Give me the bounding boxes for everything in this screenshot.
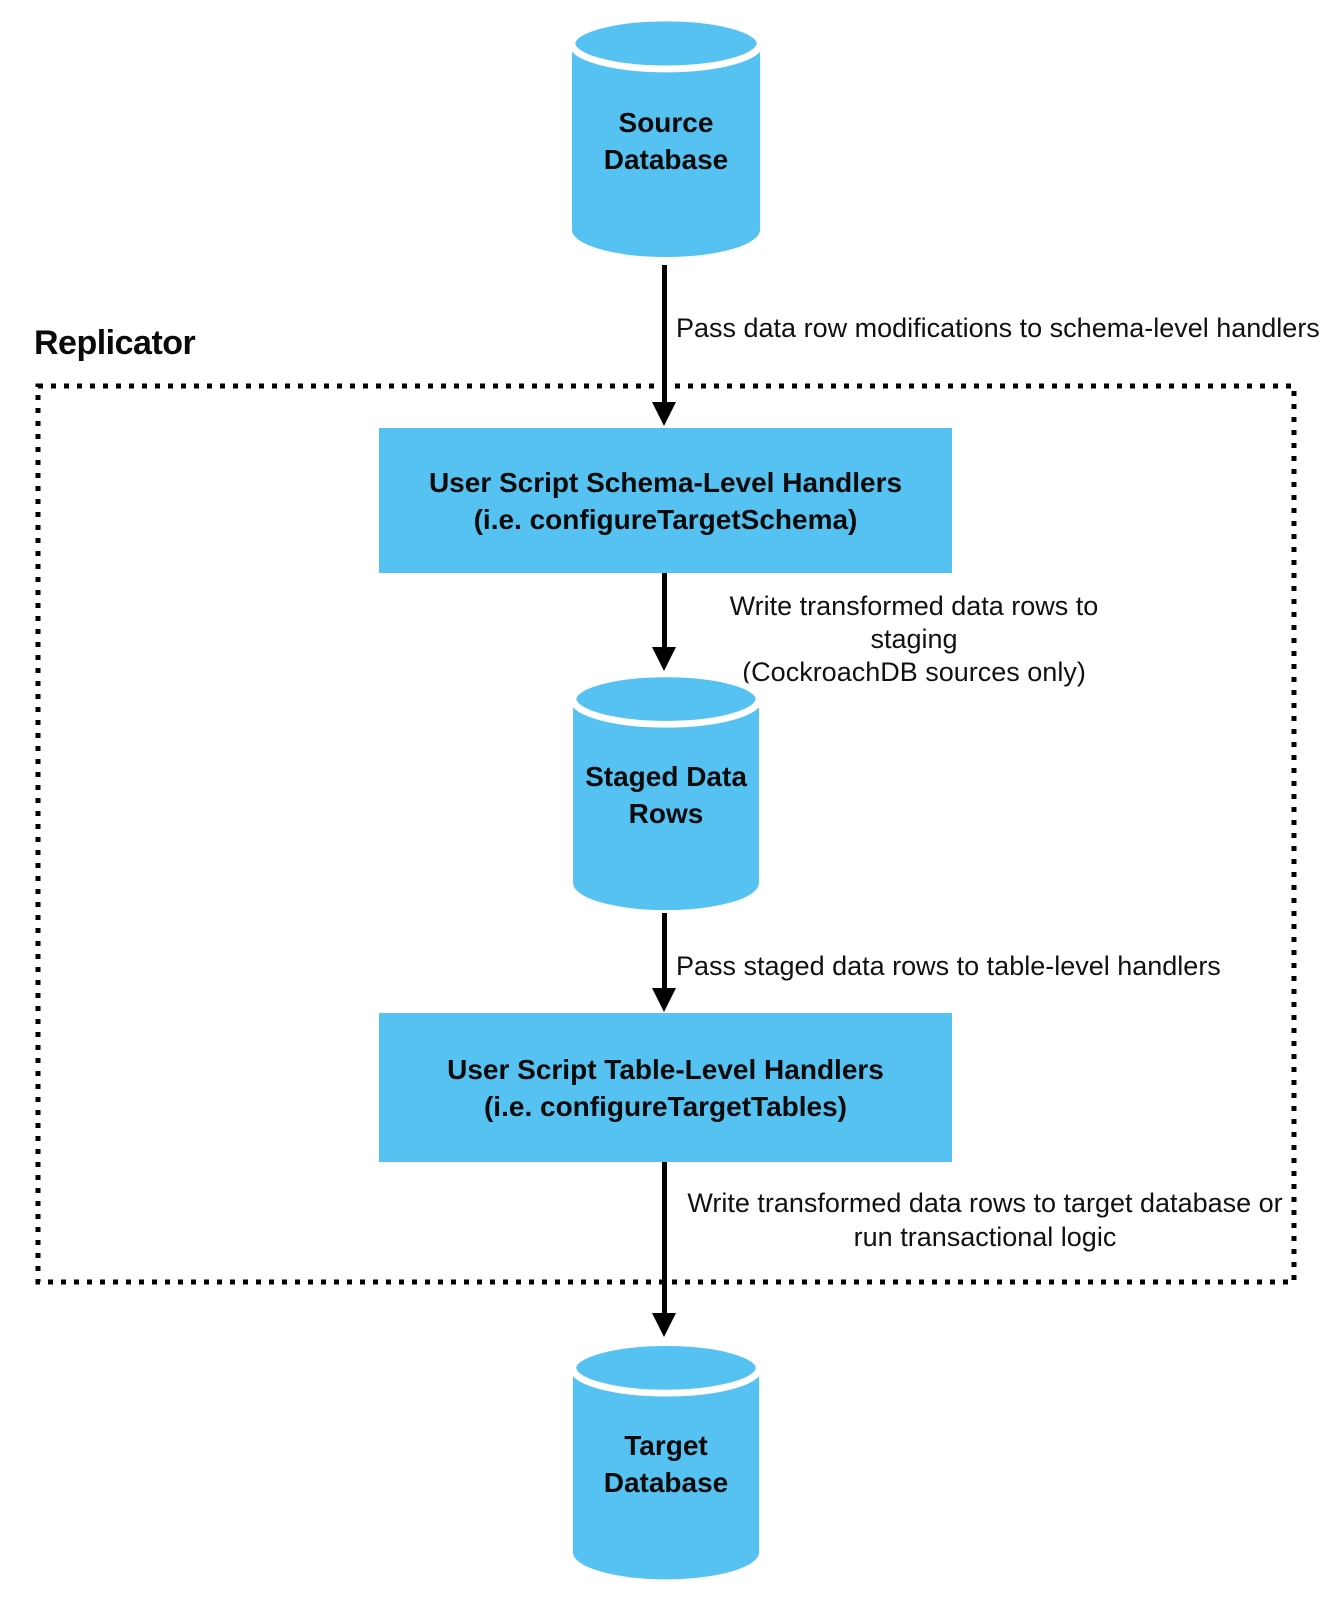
node-label-line: Database xyxy=(603,1467,729,1498)
edge-label-source-to-schema: Pass data row modifications to schema-le… xyxy=(676,313,1320,343)
node-label-line: Rows xyxy=(628,798,704,829)
target-database-node: Target Database xyxy=(569,1338,763,1584)
node-label-line: User Script Table-Level Handlers xyxy=(447,1053,884,1085)
database-cylinder-icon xyxy=(569,670,763,911)
replicator-group-label: Replicator xyxy=(34,324,196,362)
source-database-label: Source Database xyxy=(568,10,764,265)
node-label-line: Staged Data xyxy=(585,761,747,792)
node-label-line: Database xyxy=(603,143,729,175)
arrow-source-to-schema xyxy=(662,265,667,403)
database-cylinder-icon xyxy=(569,1339,763,1580)
node-label-line: User Script Schema-Level Handlers xyxy=(428,466,903,498)
edge-label-line: run transactional logic xyxy=(853,1222,1117,1252)
edge-label-line: (CockroachDB sources only) xyxy=(742,657,1086,687)
node-label-line: Target xyxy=(624,1430,708,1461)
edge-label-line: Write transformed data rows to staging xyxy=(729,591,1099,654)
staged-data-rows-label: Staged Data Rows xyxy=(569,670,763,914)
schema-handlers-node: User Script Schema-Level Handlers (i.e. … xyxy=(379,428,952,573)
arrowhead-staged-to-table xyxy=(652,988,676,1012)
target-database-label: Target Database xyxy=(569,1338,763,1584)
database-cylinder-icon xyxy=(568,14,764,258)
node-label-line: Source xyxy=(618,106,714,138)
node-label-line: (i.e. configureTargetSchema) xyxy=(473,503,858,535)
arrow-schema-to-staged xyxy=(662,573,667,648)
edge-label-table-to-target: Write transformed data rows to target da… xyxy=(678,1186,1292,1254)
arrowhead-schema-to-staged xyxy=(652,647,676,671)
arrowhead-table-to-target xyxy=(652,1313,676,1337)
node-label-line: (i.e. configureTargetTables) xyxy=(483,1090,847,1122)
edge-label-staged-to-table: Pass staged data rows to table-level han… xyxy=(676,951,1221,981)
arrow-table-to-target xyxy=(662,1162,667,1314)
source-database-node: Source Database xyxy=(568,10,764,265)
arrowhead-source-to-schema xyxy=(652,402,676,426)
staged-data-rows-node: Staged Data Rows xyxy=(569,670,763,914)
arrow-staged-to-table xyxy=(662,913,667,989)
edge-label-schema-to-staged: Write transformed data rows to staging (… xyxy=(684,590,1144,689)
edge-label-line: Write transformed data rows to target da… xyxy=(687,1188,1283,1218)
table-handlers-node: User Script Table-Level Handlers (i.e. c… xyxy=(379,1013,952,1162)
